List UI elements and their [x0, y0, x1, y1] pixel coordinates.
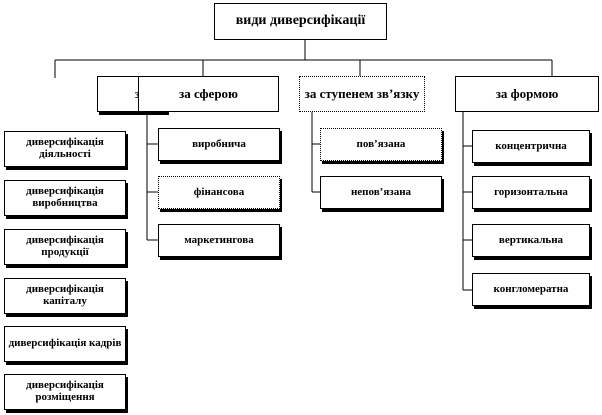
form-item: вертикальна — [472, 224, 590, 257]
activity-item: диверсифікація виробництва — [4, 180, 126, 216]
activity-item: диверсифікація діяльності — [4, 131, 126, 167]
activity-item: диверсифікація кадрів — [4, 326, 126, 362]
form-item: горизонтальна — [472, 176, 590, 209]
link-item: непов’язана — [320, 176, 442, 209]
category-link: за ступенем зв’язку — [299, 76, 425, 112]
sphere-item: маркетингова — [158, 224, 280, 257]
activity-item: диверсифікація продукції — [4, 229, 126, 265]
category-form: за формою — [455, 76, 599, 112]
sphere-item: фінансова — [158, 176, 280, 209]
form-item: конгломератна — [472, 273, 590, 306]
link-item: пов’язана — [320, 128, 442, 161]
root-node: види диверсифікації — [214, 3, 387, 40]
category-sphere: за сферою — [138, 76, 279, 112]
activity-item: диверсифікація капіталу — [4, 278, 126, 314]
activity-item: диверсифікація розміщення — [4, 374, 126, 410]
sphere-item: виробнича — [158, 128, 280, 161]
form-item: концентрична — [472, 130, 590, 163]
